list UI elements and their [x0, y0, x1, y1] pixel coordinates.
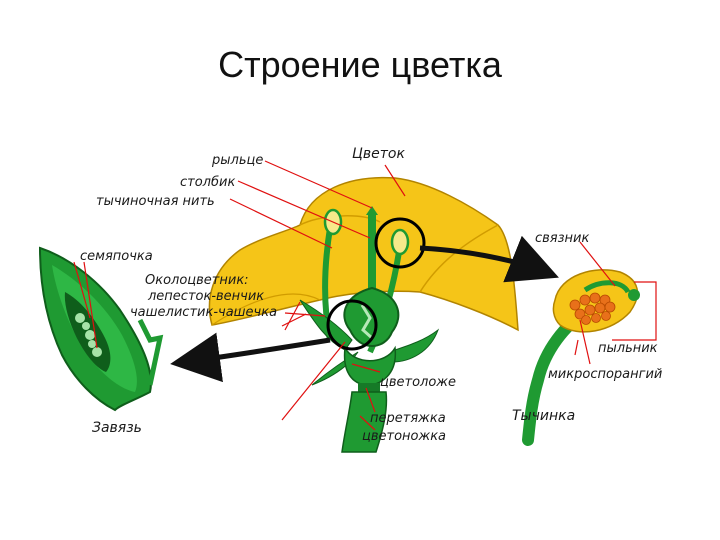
- label-ovule: семяпочка: [80, 249, 153, 264]
- ovule-4: [82, 322, 90, 330]
- label-connective: связник: [535, 231, 589, 246]
- style: [368, 214, 376, 294]
- label-filament: тычиночная нить: [96, 194, 215, 209]
- connective-knob: [628, 289, 640, 301]
- label-microsporangium: микроспорангий: [548, 367, 662, 382]
- ovule-1: [75, 313, 85, 323]
- label-stigma: рыльце: [211, 153, 263, 168]
- label-stamen: Тычинка: [512, 408, 575, 424]
- ovule-3: [92, 347, 102, 357]
- label-anther: пыльник: [598, 341, 658, 356]
- anther-right: [392, 230, 408, 254]
- label-petal: лепесток-венчик: [147, 289, 264, 304]
- ovule-2: [85, 330, 95, 340]
- ovule-5: [88, 340, 96, 348]
- label-ovary: Завязь: [92, 420, 142, 436]
- label-receptacle: цветоложе: [380, 375, 456, 390]
- sepal-right: [392, 330, 438, 362]
- label-style: столбик: [180, 175, 235, 190]
- label-pedicel: цветоножка: [362, 429, 446, 444]
- label-flower: Цветок: [352, 146, 405, 162]
- label-sepal: чашелистик-чашечка: [130, 305, 277, 320]
- label-perianth: Околоцветник:: [145, 273, 249, 288]
- label-constriction: перетяжка: [370, 411, 446, 426]
- arrow-to-ovary-detail: [185, 340, 330, 362]
- ovary-detail: [40, 248, 160, 410]
